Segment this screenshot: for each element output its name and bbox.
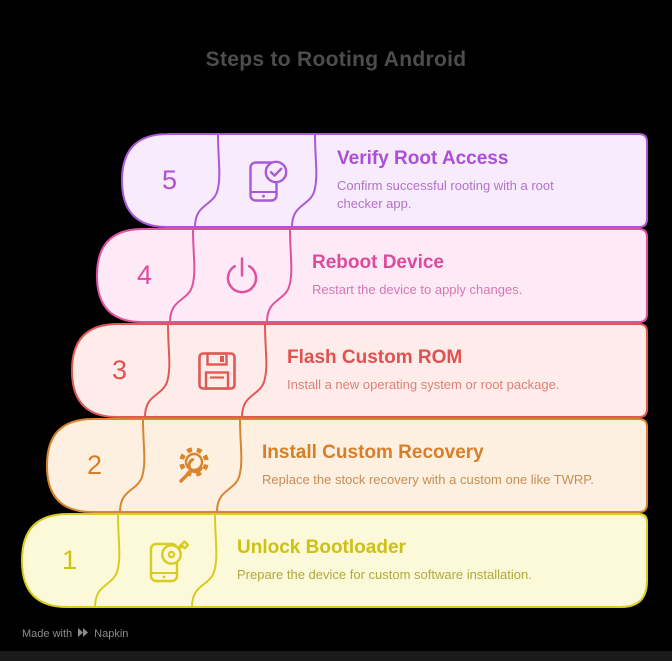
phone-key-icon	[118, 513, 215, 608]
step-text-panel: Verify Root Access Confirm successful ro…	[337, 133, 640, 228]
step-title: Flash Custom ROM	[287, 347, 463, 369]
step-row: 2 Install Custom Recovery Replace the st…	[46, 418, 648, 513]
power-icon	[193, 228, 290, 323]
floppy-disk-icon	[168, 323, 265, 418]
napkin-brand-label: Napkin	[94, 628, 129, 640]
phone-check-icon	[218, 133, 315, 228]
step-title: Reboot Device	[312, 252, 444, 274]
step-shape	[96, 228, 648, 323]
made-with-label: Made with	[22, 628, 73, 640]
step-number: 3	[111, 355, 128, 385]
step-row: 4 Reboot Device Restart the device to ap…	[96, 228, 648, 323]
step-number: 4	[136, 260, 153, 290]
step-description: Install a new operating system or root p…	[287, 376, 560, 392]
step-number: 2	[86, 450, 103, 480]
step-shape	[71, 323, 648, 418]
step-title: Unlock Bootloader	[237, 537, 406, 559]
step-description: Replace the stock recovery with a custom…	[262, 471, 594, 487]
step-text-panel: Flash Custom ROM Install a new operating…	[287, 323, 640, 418]
step-description: Restart the device to apply changes.	[312, 281, 523, 297]
step-row: 5 Verify Root Access Confirm successful …	[121, 133, 648, 228]
step-shape	[121, 133, 648, 228]
bottom-edge-strip	[0, 651, 672, 661]
step-row: 3 Flash Custom ROM Install a new operati…	[71, 323, 648, 418]
napkin-attribution-link[interactable]: Made with Napkin	[22, 627, 128, 641]
step-shape	[21, 513, 648, 608]
step-title: Verify Root Access	[337, 148, 509, 170]
step-number: 5	[161, 165, 178, 195]
step-number: 1	[61, 545, 78, 575]
napkin-pen-icon	[77, 627, 89, 641]
step-title: Install Custom Recovery	[262, 442, 484, 464]
gear-wrench-icon	[143, 418, 240, 513]
step-description: Confirm successful rooting with a root c…	[337, 177, 554, 211]
step-text-panel: Install Custom Recovery Replace the stoc…	[262, 418, 640, 513]
step-shape	[46, 418, 648, 513]
page-title: Steps to Rooting Android	[205, 48, 467, 71]
step-description: Prepare the device for custom software i…	[237, 566, 532, 582]
step-row: 1 Unlock Bootloader Prepare the device f…	[21, 513, 648, 608]
step-text-panel: Unlock Bootloader Prepare the device for…	[237, 513, 640, 608]
step-text-panel: Reboot Device Restart the device to appl…	[312, 228, 640, 323]
